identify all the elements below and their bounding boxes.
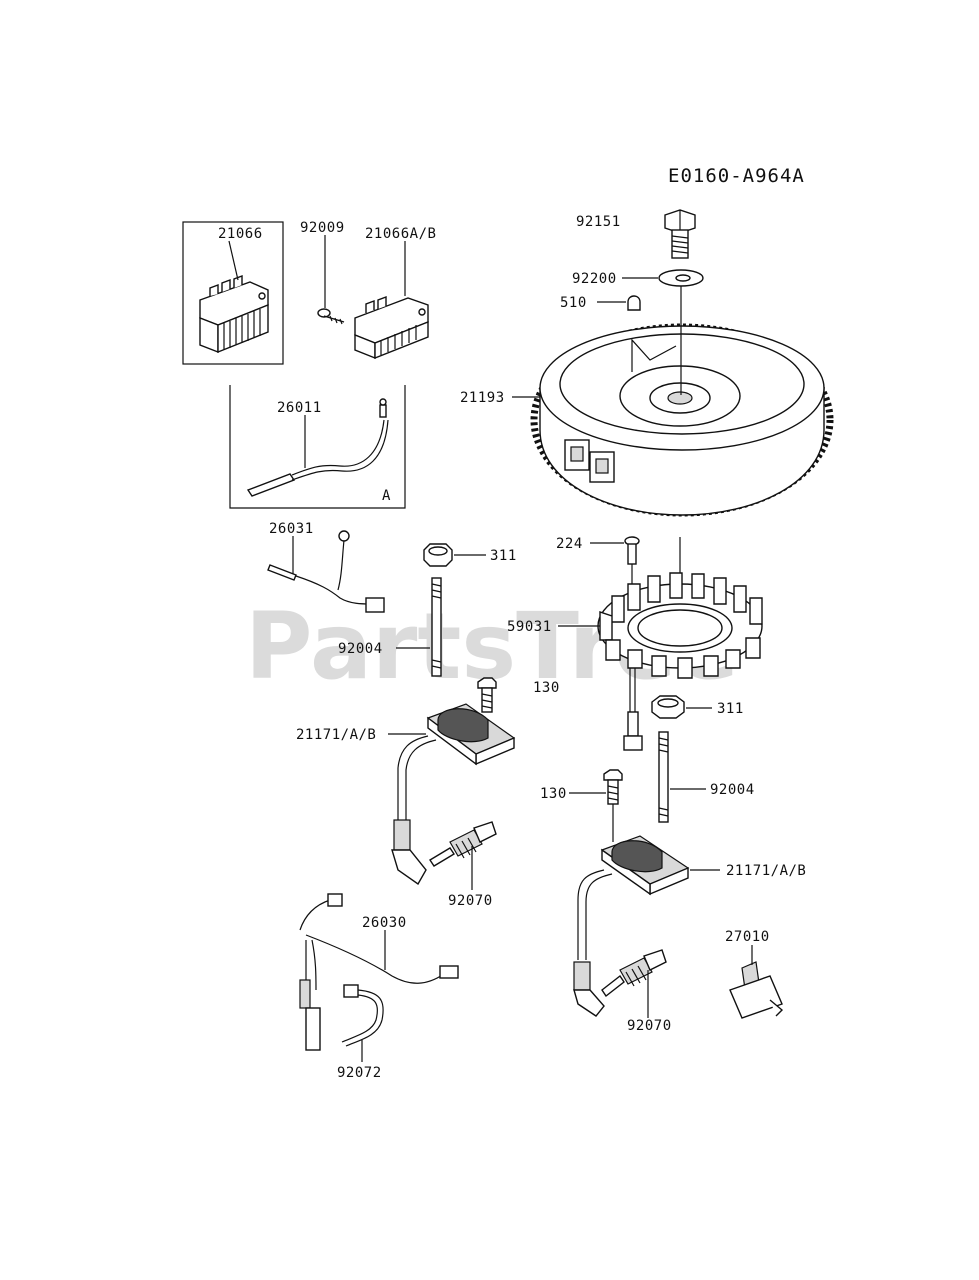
- label-21066ab: 21066A/B: [365, 226, 436, 242]
- spark-plug-92070b[interactable]: [601, 949, 667, 998]
- label-21171a: 21171/A/B: [296, 727, 376, 743]
- ignition-coil-21171b[interactable]: [573, 835, 690, 1017]
- label-130a: 130: [533, 680, 560, 696]
- regulator-21066[interactable]: [199, 274, 269, 354]
- wire-26031[interactable]: [267, 530, 385, 613]
- stator-lead-wire[interactable]: [623, 668, 643, 751]
- harness-26030[interactable]: [299, 893, 459, 1051]
- label-92009: 92009: [300, 220, 345, 236]
- label-92004b: 92004: [710, 782, 755, 798]
- key-510[interactable]: [627, 295, 641, 311]
- bolt-92151[interactable]: [664, 209, 696, 259]
- label-26011: 26011: [277, 400, 322, 416]
- stator-59031[interactable]: [597, 572, 763, 679]
- regulator-21066-box: [182, 221, 284, 365]
- flywheel-21193[interactable]: [530, 323, 834, 517]
- label-21171b: 21171/A/B: [726, 863, 806, 879]
- nut-311a[interactable]: [423, 543, 453, 567]
- label-311b: 311: [717, 701, 744, 717]
- label-92200: 92200: [572, 271, 617, 287]
- washer-92200[interactable]: [658, 269, 704, 287]
- lead-92072[interactable]: [341, 984, 384, 1047]
- inset-a-label: A: [382, 488, 391, 504]
- inset-a-frame: [229, 385, 406, 509]
- nut-311b[interactable]: [651, 695, 685, 719]
- switch-27010[interactable]: [729, 961, 784, 1019]
- spark-plug-92070a[interactable]: [429, 821, 497, 867]
- label-92072: 92072: [337, 1065, 382, 1081]
- regulator-21066ab[interactable]: [354, 295, 429, 360]
- label-21193: 21193: [460, 390, 505, 406]
- screw-92009[interactable]: [317, 308, 345, 325]
- label-92070b: 92070: [627, 1018, 672, 1034]
- diagram-code: E0160-A964A: [668, 165, 805, 187]
- label-27010: 27010: [725, 929, 770, 945]
- label-311a: 311: [490, 548, 517, 564]
- label-130b: 130: [540, 786, 567, 802]
- label-59031: 59031: [507, 619, 552, 635]
- stud-92004a[interactable]: [431, 577, 442, 677]
- leader-21066: [228, 240, 239, 281]
- label-26031: 26031: [269, 521, 314, 537]
- bolt-224[interactable]: [624, 536, 640, 565]
- stud-92004b[interactable]: [658, 731, 669, 823]
- label-92070a: 92070: [448, 893, 493, 909]
- label-224: 224: [556, 536, 583, 552]
- label-26030: 26030: [362, 915, 407, 931]
- label-92151: 92151: [576, 214, 621, 230]
- label-21066: 21066: [218, 226, 263, 242]
- wire-26011[interactable]: [246, 398, 389, 497]
- bolt-130a[interactable]: [477, 677, 497, 713]
- label-510: 510: [560, 295, 587, 311]
- bolt-130b[interactable]: [603, 769, 623, 805]
- ignition-coil-21171a[interactable]: [391, 703, 516, 886]
- label-92004a: 92004: [338, 641, 383, 657]
